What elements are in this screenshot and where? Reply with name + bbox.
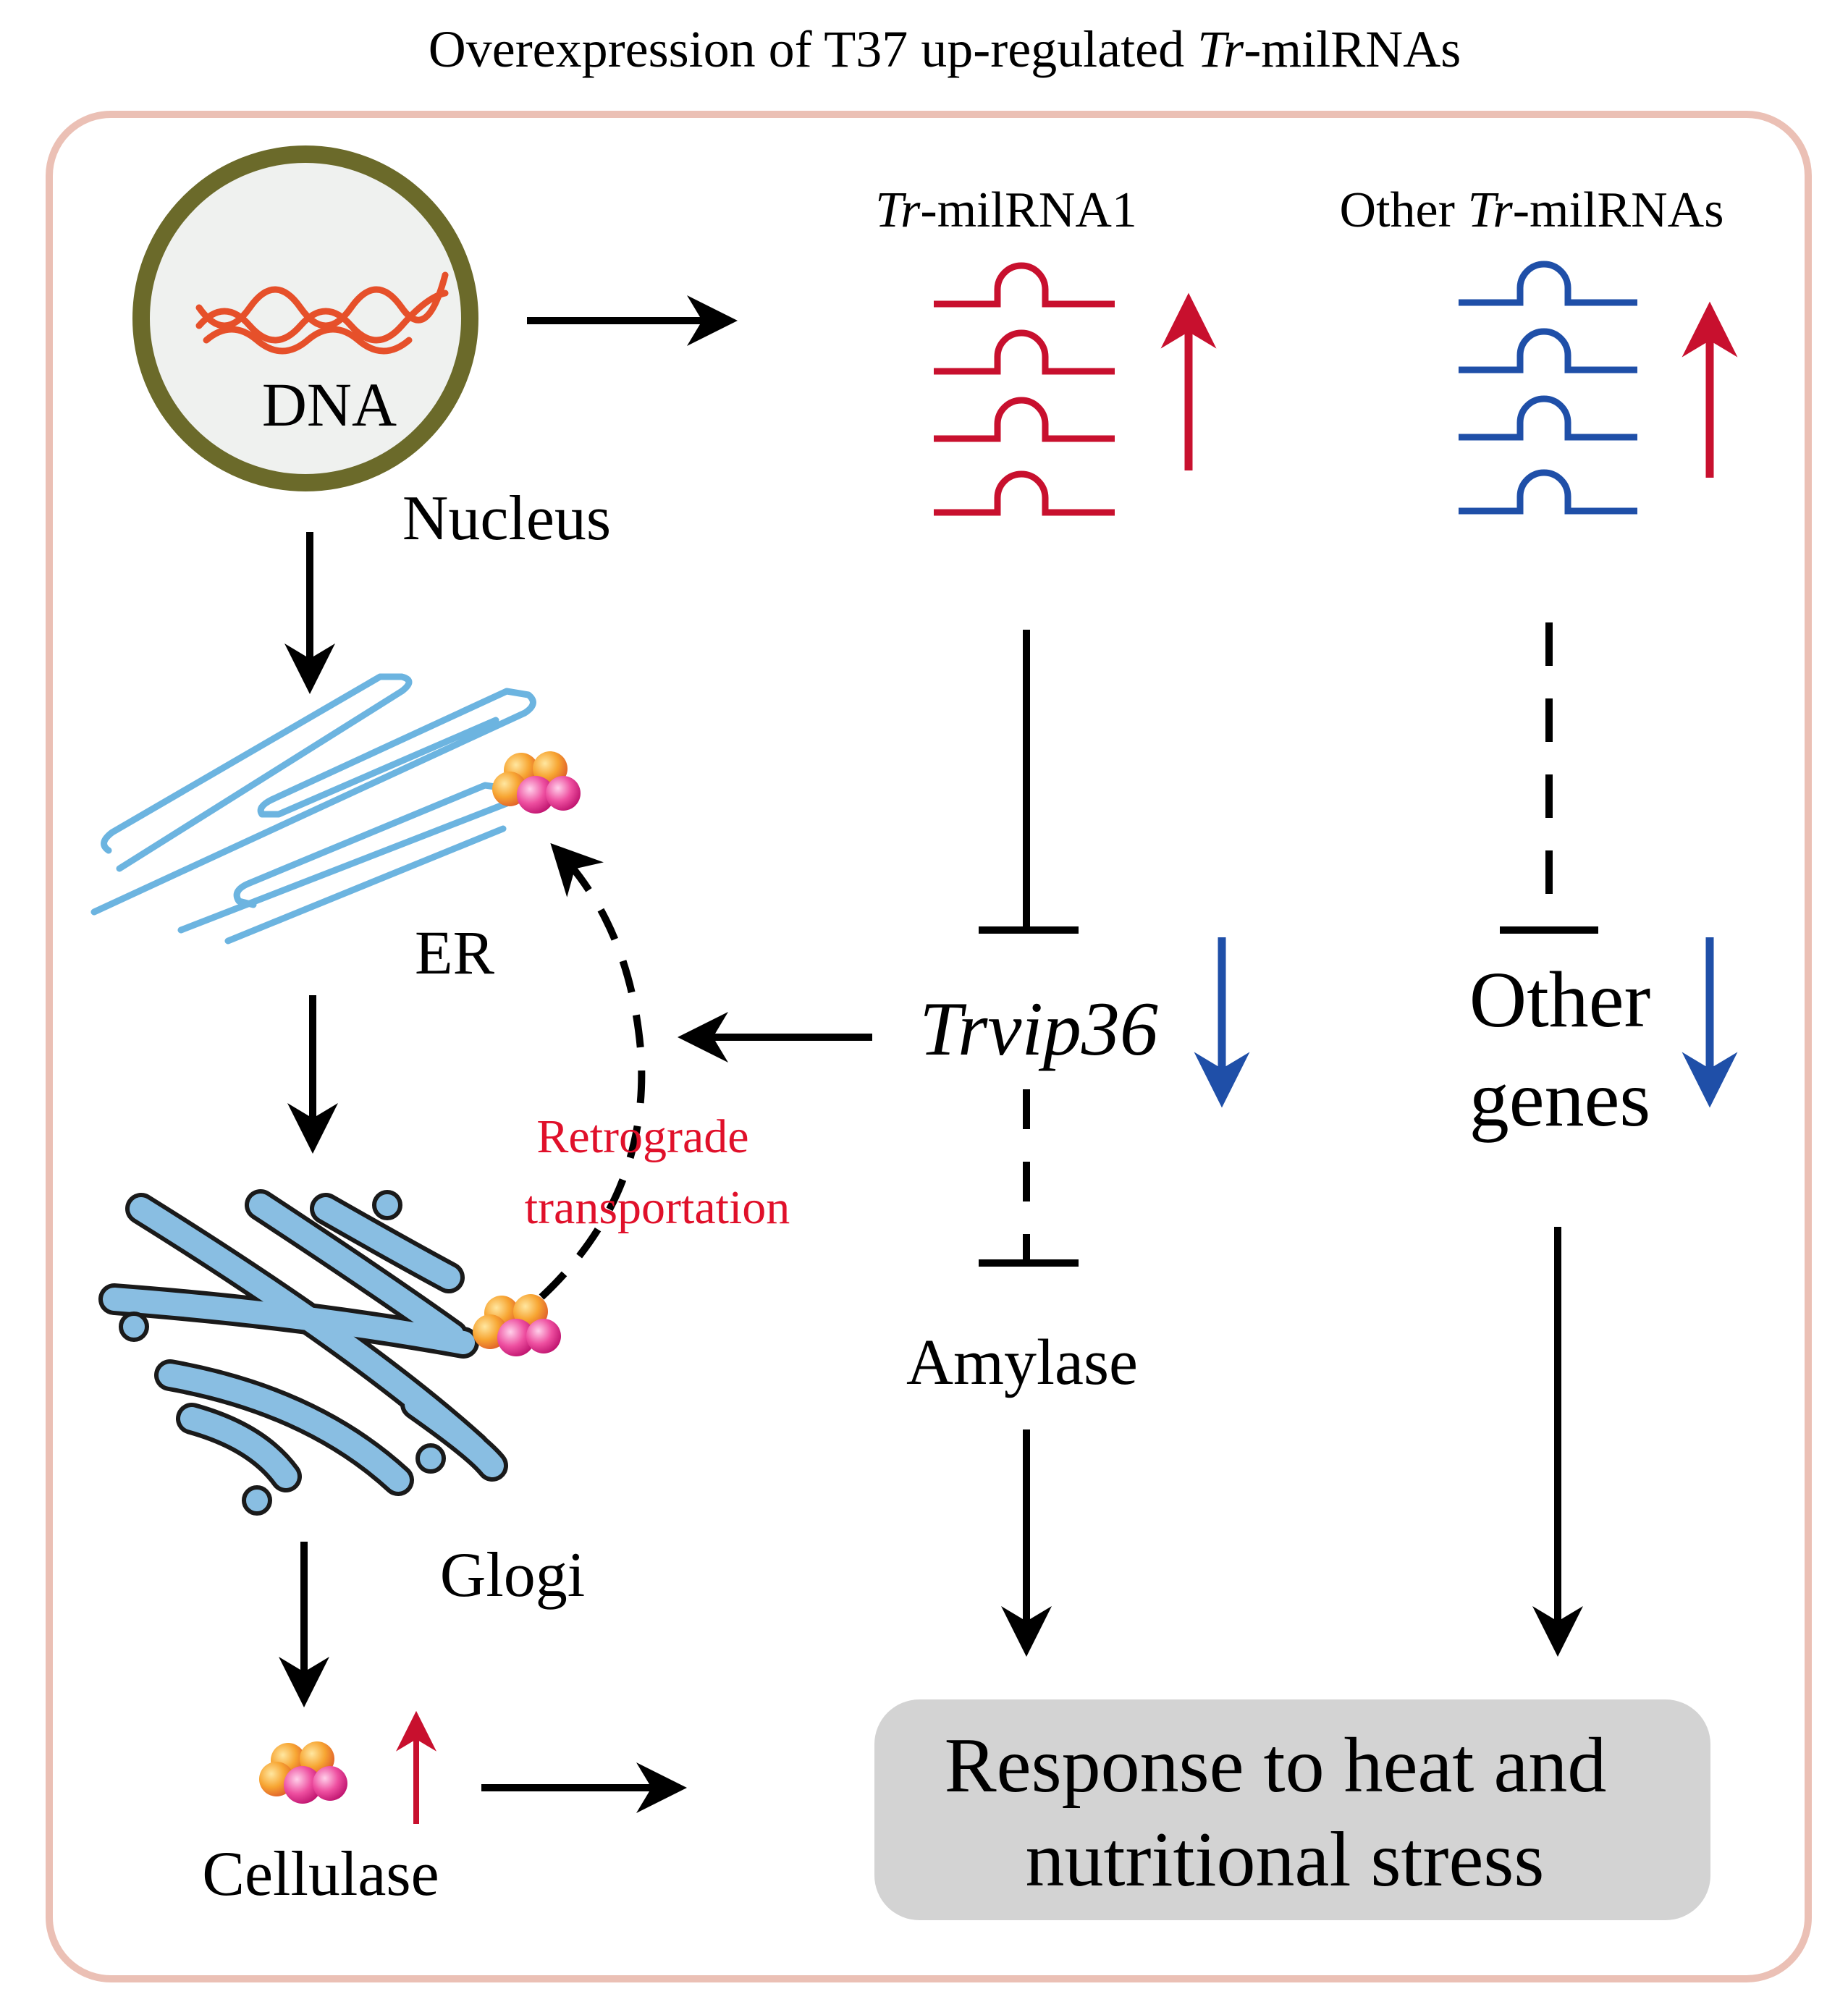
dna-helix-icon xyxy=(195,271,449,355)
other-milrna-label-suffix: -milRNAs xyxy=(1513,182,1724,238)
milrna1-label: Tr-milRNA1 xyxy=(875,182,1137,238)
trvip36-label: Trvip36 xyxy=(919,987,1158,1071)
er-organelle-icon xyxy=(90,673,536,945)
other-genes-label-line2: genes xyxy=(1469,1055,1650,1143)
milrna1-label-italic: Tr xyxy=(875,182,921,238)
cellulase-cluster-icon xyxy=(259,1741,347,1804)
figure-title: Overexpression of T37 up-regulated Tr-mi… xyxy=(429,20,1461,78)
other-genes-label-line1: Other xyxy=(1469,955,1650,1044)
enzyme-cluster-golgi-icon xyxy=(473,1294,561,1356)
response-label-line1: Response to heat and xyxy=(945,1723,1607,1809)
other-milrna-hairpins xyxy=(1459,261,1637,515)
other-milrna-label-italic: Tr xyxy=(1467,182,1513,238)
cellulase-label: Cellulase xyxy=(202,1839,439,1909)
response-label-line2: nutritional stress xyxy=(1026,1817,1545,1903)
title-prefix: Overexpression of T37 up-regulated xyxy=(429,20,1197,78)
other-milrna-label: Other Tr-milRNAs xyxy=(1340,182,1724,238)
dna-label: DNA xyxy=(262,370,397,439)
retrograde-dashed-arrow xyxy=(539,842,646,1300)
milrna1-label-suffix: -milRNA1 xyxy=(920,182,1136,238)
amylase-label: Amylase xyxy=(906,1327,1138,1398)
response-box xyxy=(874,1699,1710,1920)
er-label: ER xyxy=(415,918,495,987)
enzyme-cluster-er-icon xyxy=(492,751,581,814)
nucleus-label: Nucleus xyxy=(402,483,611,554)
title-suffix: -milRNAs xyxy=(1244,20,1461,78)
retrograde-label-line2: transportation xyxy=(525,1181,790,1234)
nucleus: DNA xyxy=(132,145,478,491)
retrograde-label-line1: Retrograde xyxy=(536,1110,748,1163)
outer-frame xyxy=(46,111,1812,1982)
golgi-label: Glogi xyxy=(440,1540,585,1610)
milrna1-hairpins xyxy=(934,262,1115,516)
title-italic: Tr xyxy=(1197,20,1244,78)
golgi-organelle-icon xyxy=(98,1189,508,1516)
other-milrna-label-prefix: Other xyxy=(1340,182,1468,238)
